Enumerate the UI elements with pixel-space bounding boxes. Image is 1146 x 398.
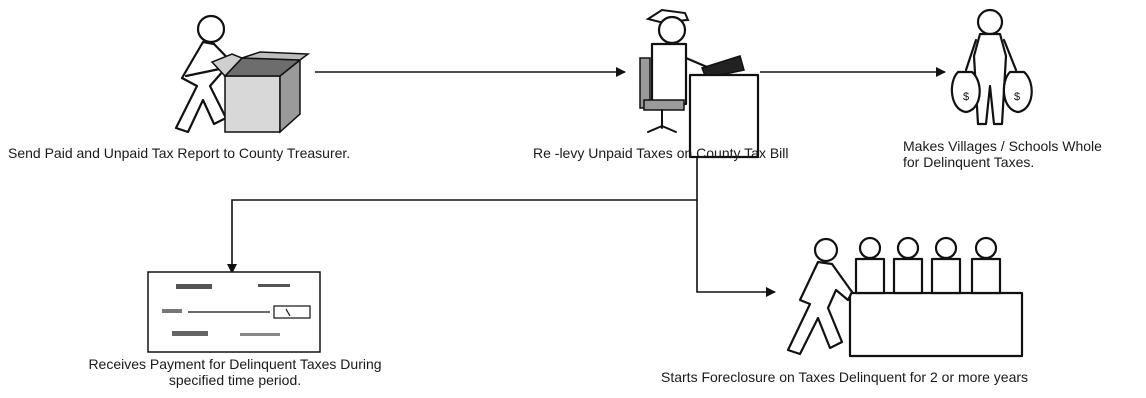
step-receive-payment-label: Receives Payment for Delinquent Taxes Du… [84,356,386,388]
money-bag-left-symbol: $ [963,91,969,103]
connector-relevy-to-payment [232,157,697,273]
court-hearing-icon [788,238,1022,356]
step-foreclosure-label: Starts Foreclosure on Taxes Delinquent f… [661,369,1028,385]
check-document-icon [148,272,320,352]
person-packing-box-icon [176,16,308,132]
step-make-whole-label: Makes Villages / Schools Whole for Delin… [903,138,1103,170]
money-bag-right-symbol: $ [1014,91,1020,103]
step-relevy-label: Re -levy Unpaid Taxes on County Tax Bill [533,145,789,161]
judges-row [856,238,1000,293]
connector-relevy-to-foreclosure [697,200,775,292]
person-with-money-bags-icon: $ $ [952,10,1032,124]
step-send-report-label: Send Paid and Unpaid Tax Report to Count… [8,145,350,161]
clerk-at-desk-icon [640,10,758,157]
